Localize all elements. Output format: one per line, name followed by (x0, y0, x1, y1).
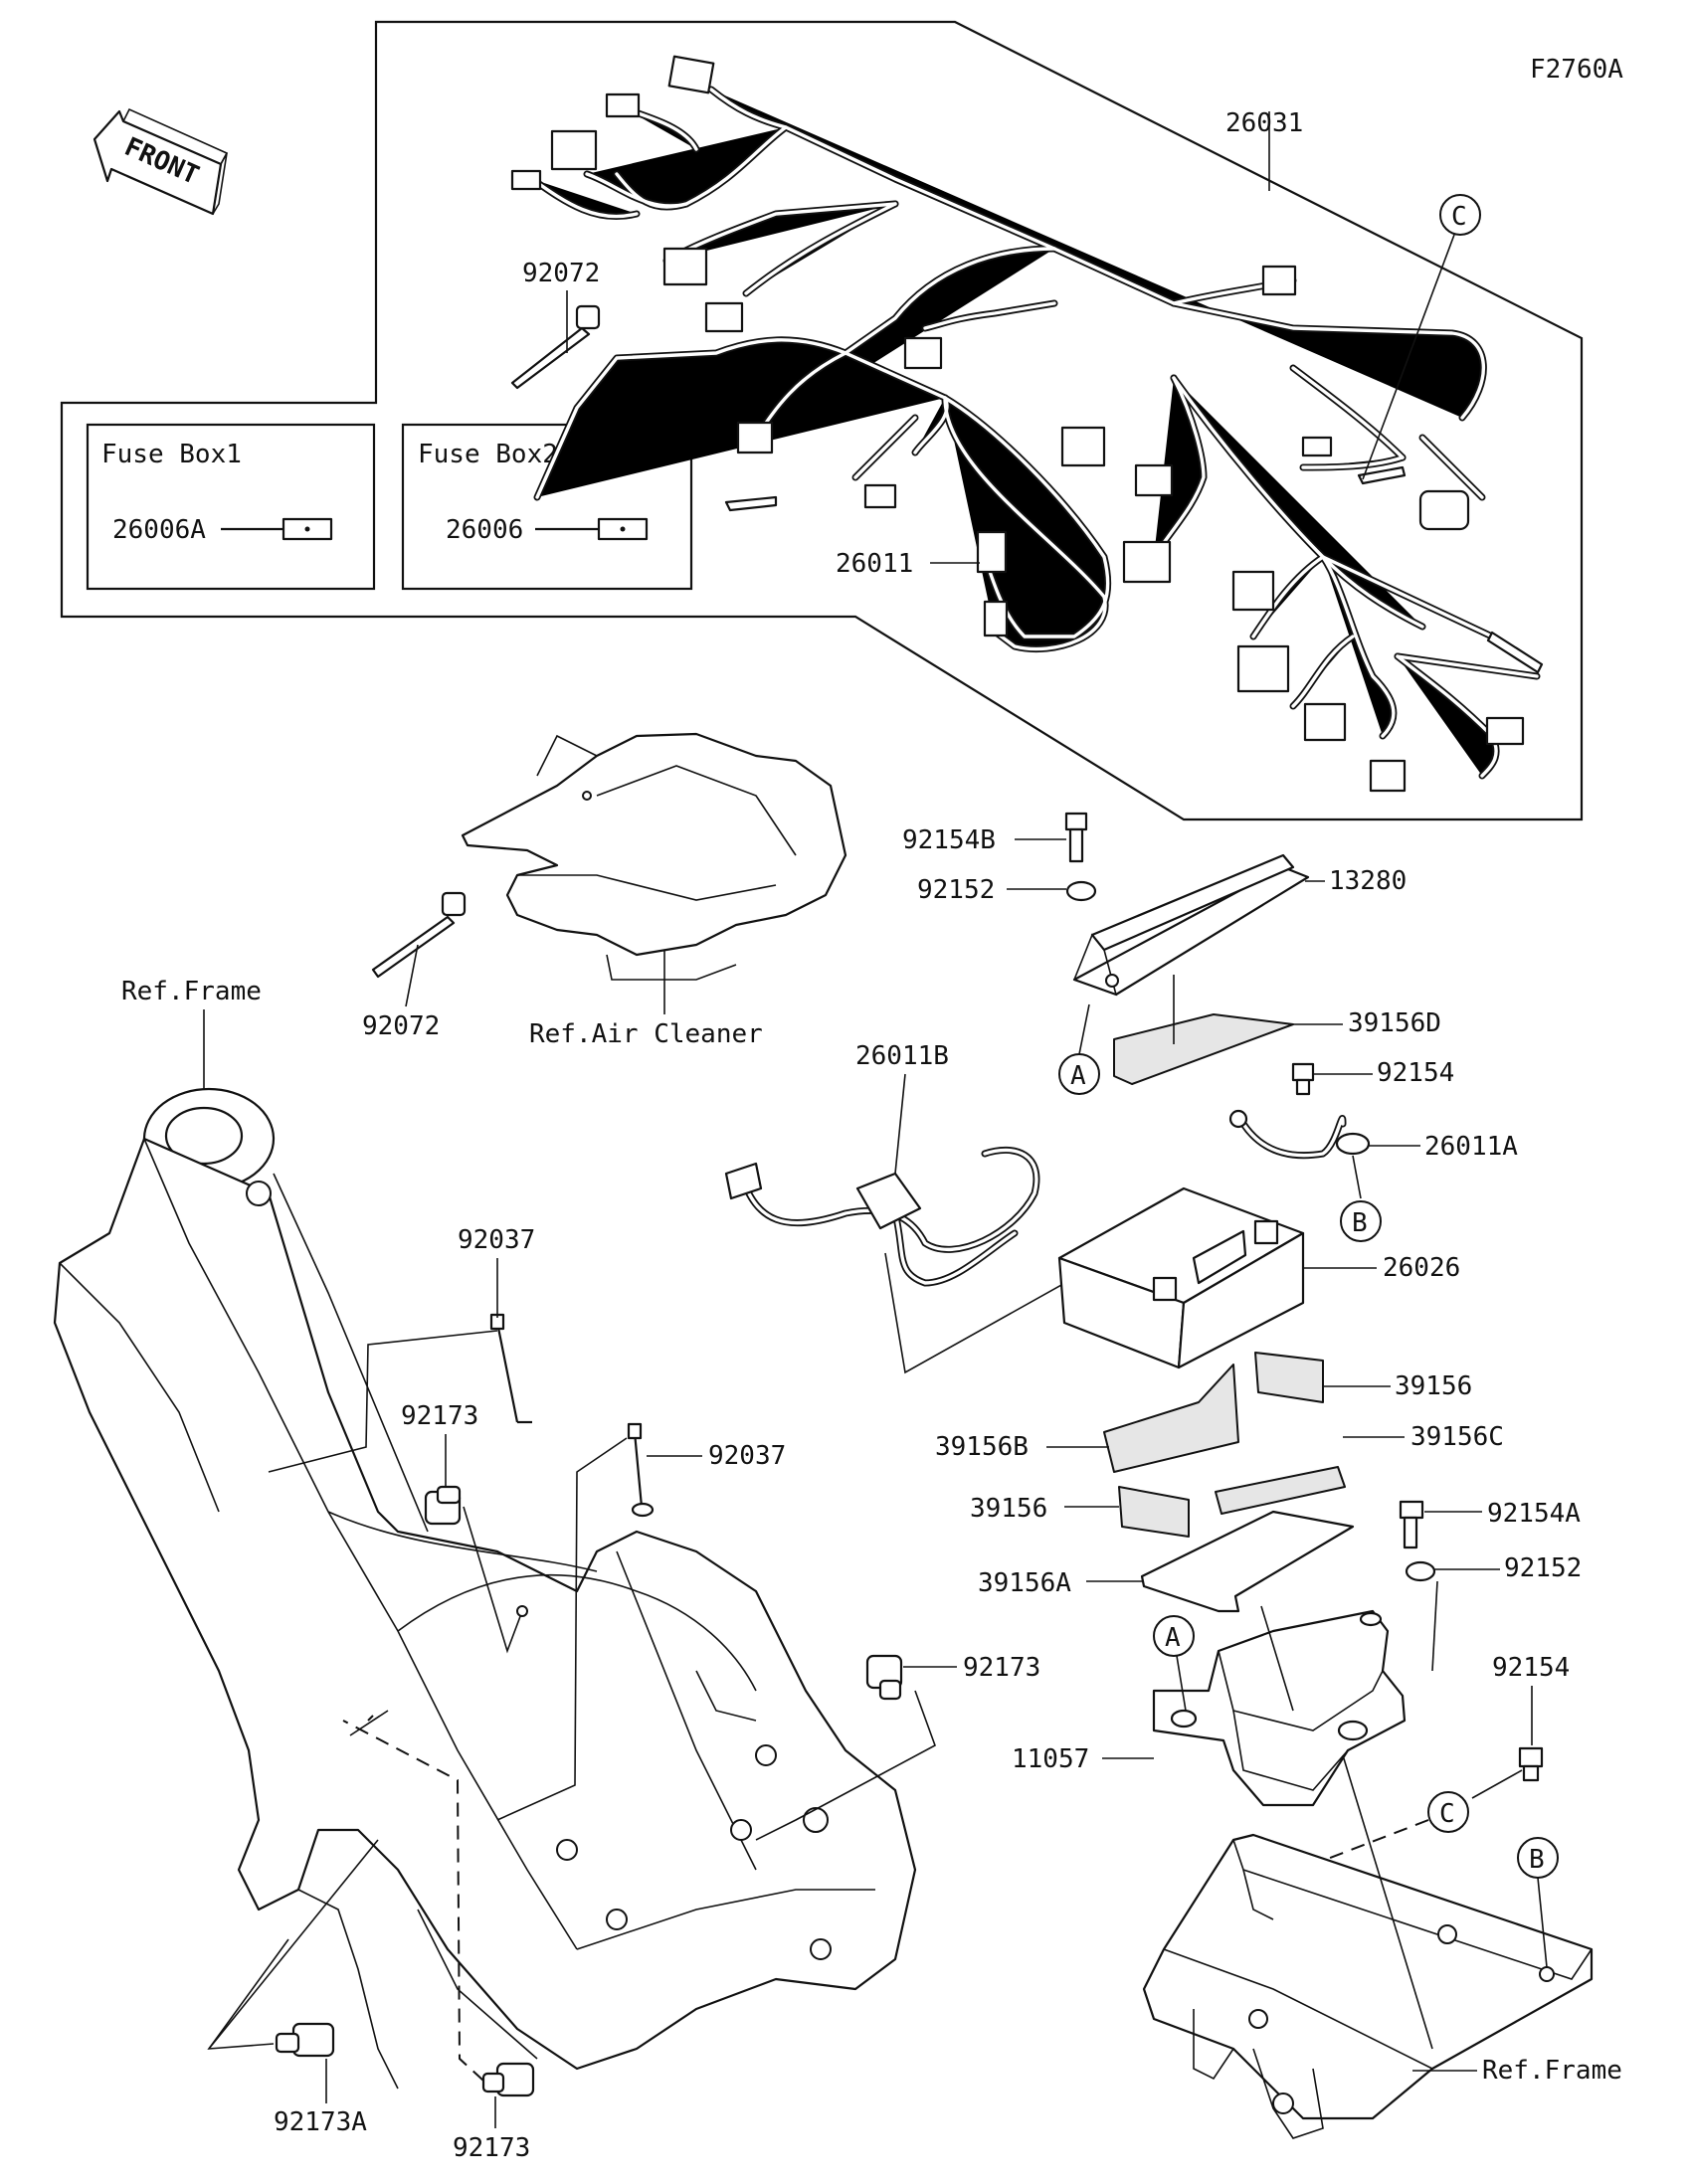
label-92154B: 92154B (902, 825, 996, 855)
callout-a-lower-label: A (1165, 1623, 1181, 1653)
label-39156C: 39156C (1410, 1422, 1504, 1452)
label-92072-mid: 92072 (362, 1011, 440, 1041)
label-92173-bottom: 92173 (453, 2133, 530, 2163)
fuse-box2: Fuse Box2 26006 (401, 423, 693, 591)
pad-icon (1113, 1013, 1294, 1085)
battery-icon (1057, 1186, 1305, 1369)
label-92037-right: 92037 (708, 1441, 786, 1471)
fuse-box2-part: 26006 (446, 515, 523, 545)
battery-case-icon (1152, 1609, 1407, 1807)
clamp-icon (481, 2062, 535, 2097)
clamp-icon (865, 1654, 903, 1701)
frame-icon (53, 1087, 917, 2090)
callout-c-lower-label: C (1439, 1799, 1455, 1829)
band-icon (510, 304, 601, 390)
band-icon (489, 1313, 532, 1424)
wire-harness-icon (510, 55, 1544, 793)
label-39156-upper: 39156 (1395, 1371, 1472, 1401)
label-26011A: 26011A (1424, 1132, 1518, 1162)
callout-c-label: C (1451, 202, 1467, 232)
bolt-icon (1064, 812, 1088, 863)
bolt-icon (1399, 1500, 1424, 1549)
label-92173-mid: 92173 (963, 1653, 1040, 1683)
callout-b-top-label: B (1352, 1208, 1368, 1238)
label-ref-frame-right: Ref.Frame (1482, 2056, 1622, 2086)
label-92173-left: 92173 (401, 1401, 478, 1431)
callout-b-top (1340, 1200, 1382, 1242)
label-39156A: 39156A (978, 1568, 1071, 1598)
fuse-box1: Fuse Box1 26006A (86, 423, 376, 591)
fuse-box2-title: Fuse Box2 (418, 440, 558, 469)
label-26026: 26026 (1383, 1253, 1460, 1283)
front-arrow-icon: FRONT (93, 107, 229, 216)
callout-a-top-label: A (1070, 1061, 1086, 1091)
pad-icon (1254, 1352, 1324, 1403)
label-92152-top: 92152 (917, 875, 995, 905)
callout-a-lower (1153, 1615, 1195, 1657)
battery-band (1072, 853, 1310, 997)
clamp-icon (424, 1485, 462, 1526)
pad-icon (1103, 1364, 1239, 1473)
label-11057: 11057 (1012, 1744, 1089, 1774)
band-icon (371, 891, 467, 979)
label-26031: 26031 (1225, 108, 1303, 138)
bolt-icon (1291, 1062, 1315, 1096)
callout-c-lower (1427, 1791, 1469, 1833)
air-cleaner-icon (461, 732, 847, 981)
fuse-box1-part: 26006A (112, 515, 206, 545)
label-92154-lower: 92154 (1492, 1653, 1570, 1683)
label-92173A: 92173A (274, 2107, 367, 2137)
label-92072-top: 92072 (522, 259, 600, 288)
label-39156B: 39156B (935, 1432, 1029, 1462)
bolt-icon (1518, 1746, 1544, 1782)
pad-icon (1118, 1486, 1190, 1538)
fuse-box1-title: Fuse Box1 (101, 440, 242, 469)
lead-wire-icon (724, 1146, 1040, 1287)
label-13280: 13280 (1329, 866, 1407, 896)
clamp-icon (275, 2022, 335, 2058)
label-39156-lower: 39156 (970, 1494, 1047, 1524)
callout-a-top (1058, 1053, 1100, 1095)
callout-b-lower-label: B (1529, 1845, 1545, 1875)
washer-icon (1405, 1560, 1436, 1582)
label-ref-frame-left: Ref.Frame (121, 977, 262, 1006)
label-92154A: 92154A (1487, 1499, 1581, 1529)
label-39156D: 39156D (1348, 1008, 1441, 1038)
label-92152-lower: 92152 (1504, 1553, 1582, 1583)
label-26011B: 26011B (855, 1041, 949, 1071)
pad-icon (1140, 1510, 1355, 1613)
washer-icon (1065, 880, 1097, 902)
ground-wire-icon (1228, 1109, 1371, 1160)
label-92154-mid: 92154 (1377, 1058, 1454, 1088)
frame-icon (1142, 1833, 1594, 2139)
label-26011: 26011 (836, 549, 913, 579)
diagram-code: F2760A (1530, 55, 1623, 85)
label-ref-air-cleaner: Ref.Air Cleaner (529, 1019, 763, 1049)
pad-icon (1215, 1466, 1346, 1515)
callout-c (1439, 194, 1481, 236)
harness-enclosure (60, 20, 1584, 821)
band-icon (627, 1422, 655, 1518)
label-92037-left: 92037 (458, 1225, 535, 1255)
